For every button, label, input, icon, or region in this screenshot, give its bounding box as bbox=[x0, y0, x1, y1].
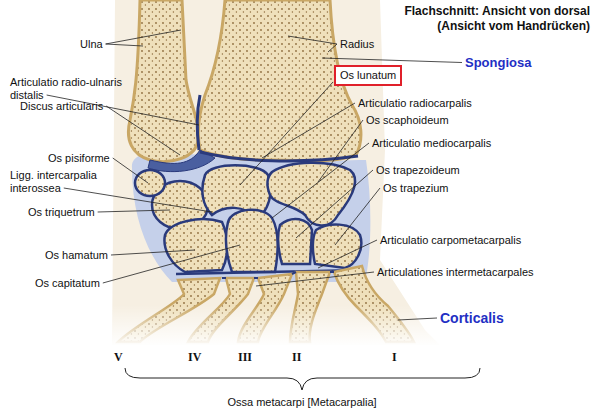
fade-out bbox=[105, 305, 450, 347]
bone-label: Os hamatum bbox=[45, 249, 108, 262]
leader-line bbox=[106, 44, 143, 46]
pisiform-bone bbox=[135, 170, 165, 196]
diagram-title: Flachschnitt: Ansicht von dorsal (Ansich… bbox=[375, 4, 590, 34]
bone-label: Os scaphoideum bbox=[366, 114, 449, 127]
tissue-label: Spongiosa bbox=[465, 55, 531, 70]
highlight-box: Os lunatum bbox=[334, 65, 402, 86]
part-label: Discus articularis bbox=[20, 100, 103, 113]
leader-line bbox=[256, 272, 374, 286]
bone-label: Ulna bbox=[80, 38, 103, 51]
leader-line bbox=[335, 188, 380, 245]
capitate-bone bbox=[226, 210, 278, 272]
roman-numeral: IV bbox=[188, 350, 201, 364]
leader-line bbox=[106, 30, 181, 44]
leader-line bbox=[111, 250, 195, 255]
ligament-label: Ligg. intercarpalia interossea bbox=[10, 169, 110, 195]
joint-label: Articulatio mediocarpalis bbox=[372, 137, 491, 150]
leader-line bbox=[398, 318, 437, 320]
leader-line bbox=[288, 36, 337, 44]
trapezium-bone bbox=[313, 225, 361, 268]
roman-numeral: I bbox=[392, 350, 397, 364]
bone-label: Os trapezoideum bbox=[376, 164, 460, 177]
roman-numeral: II bbox=[292, 350, 301, 364]
leader-line bbox=[318, 120, 363, 182]
leader-line bbox=[296, 170, 373, 238]
bone-label: Os triquetrum bbox=[28, 206, 95, 219]
joint-label: Articulatio carpometacarpalis bbox=[380, 234, 521, 247]
leader-line bbox=[106, 106, 180, 155]
leader-line bbox=[240, 82, 333, 185]
joint-label: Articulatio radiocarpalis bbox=[358, 97, 472, 110]
ulna-bone bbox=[128, 0, 198, 162]
joint-label: Articulatio radio-ulnaris distalis bbox=[10, 76, 122, 102]
bracket bbox=[125, 368, 480, 390]
roman-numeral: III bbox=[238, 350, 252, 364]
bone-label: Os capitatum bbox=[35, 277, 100, 290]
bone-label: Radius bbox=[340, 38, 374, 51]
joint-label: Articulationes intermetacarpales bbox=[377, 266, 534, 279]
leader-line bbox=[113, 158, 148, 183]
roman-numeral: V bbox=[114, 350, 123, 364]
hamate-bone bbox=[164, 219, 227, 272]
leader-line bbox=[98, 210, 170, 212]
bone-label: Os pisiforme bbox=[48, 152, 110, 165]
radioulnar-joint bbox=[197, 95, 200, 150]
leader-line bbox=[103, 245, 240, 283]
leader-line bbox=[322, 58, 462, 63]
leader-line bbox=[318, 240, 377, 268]
scaphoid-bone bbox=[267, 163, 355, 226]
bone-name: Os lunatum bbox=[340, 69, 396, 82]
trapezoid-bone bbox=[278, 219, 312, 264]
bone-label: Os trapezium bbox=[383, 182, 448, 195]
tissue-label: Corticalis bbox=[440, 310, 504, 326]
group-label: Ossa metacarpi [Metacarpalia] bbox=[152, 396, 452, 409]
leader-line bbox=[328, 44, 337, 52]
leader-line bbox=[272, 143, 369, 218]
intermetacarpal-joint bbox=[222, 272, 334, 278]
